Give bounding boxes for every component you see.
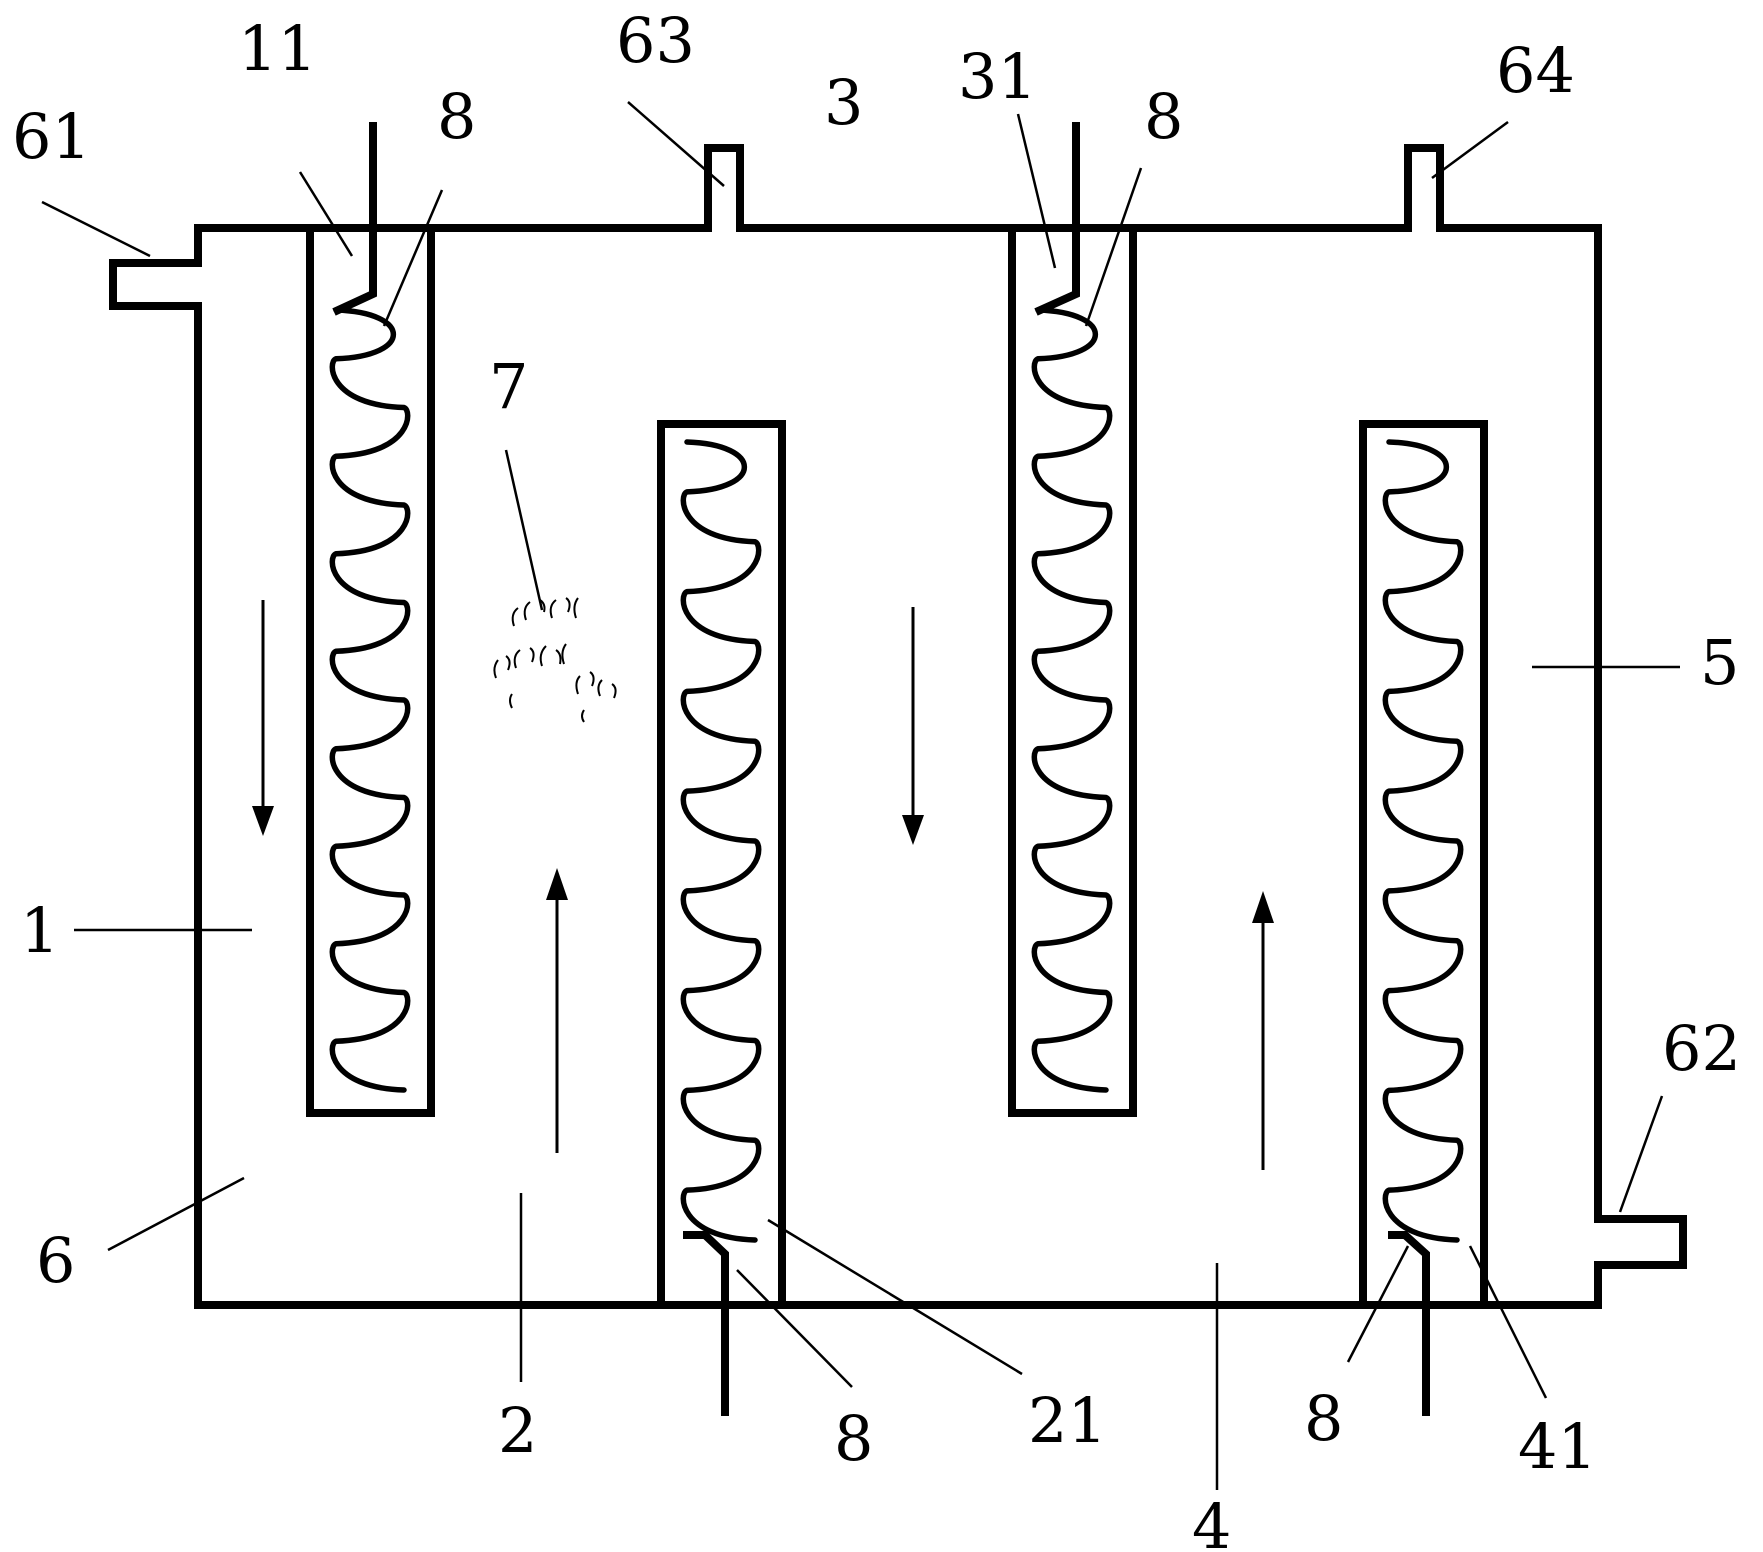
leader-63: [627, 101, 725, 187]
coil-8-electrode-21: [680, 439, 762, 1243]
electrode-31: [1008, 224, 1137, 1117]
label-61: 61: [12, 100, 91, 173]
lead-wire-21: [683, 1231, 729, 1416]
leader-31: [1016, 113, 1057, 269]
electrode-11: [306, 224, 435, 1117]
coil-8-electrode-31: [1031, 307, 1113, 1093]
leader-41: [1468, 1245, 1548, 1399]
lead-wire-31: [1034, 122, 1080, 316]
leader-6: [107, 1176, 245, 1252]
label-21: 21: [1028, 1384, 1107, 1457]
label-62: 62: [1662, 1012, 1741, 1085]
label-63: 63: [616, 4, 695, 77]
label-11: 11: [238, 12, 317, 85]
electrode-41: [1359, 420, 1488, 1309]
label-64: 64: [1496, 34, 1575, 107]
leader-61: [41, 200, 151, 258]
vent-pipe-63: [704, 144, 744, 232]
particle-cluster-7: [493, 597, 617, 723]
label-5: 5: [1700, 626, 1739, 699]
leader-62: [1618, 1095, 1664, 1213]
flow-arrow-up-4: [1252, 891, 1274, 1170]
tank-wall: [194, 224, 1602, 1309]
outlet-pipe-62: [1594, 1215, 1687, 1269]
label-2: 2: [498, 1394, 537, 1467]
label-1: 1: [20, 894, 59, 967]
leader-8a: [382, 189, 444, 327]
leader-8d: [1346, 1245, 1410, 1363]
leader-64: [1431, 120, 1509, 180]
lead-wire-11: [332, 122, 377, 316]
inlet-pipe-61: [109, 259, 202, 310]
label-8b: 8: [1144, 80, 1183, 153]
label-31: 31: [958, 40, 1037, 113]
label-7: 7: [489, 350, 528, 423]
label-3: 3: [824, 66, 863, 139]
flow-arrow-up-2: [546, 868, 568, 1153]
lead-wire-41: [1388, 1231, 1430, 1416]
leader-7: [504, 449, 544, 611]
label-8c: 8: [834, 1402, 873, 1475]
flow-arrow-down-1: [252, 600, 274, 836]
label-8a: 8: [437, 80, 476, 153]
label-6: 6: [36, 1224, 75, 1297]
vent-pipe-64: [1404, 144, 1444, 232]
leader-11: [298, 171, 354, 257]
leader-8c: [736, 1269, 853, 1388]
electrode-21: [657, 420, 786, 1309]
label-4: 4: [1192, 1490, 1231, 1552]
coil-8-electrode-41: [1382, 439, 1464, 1243]
leader-8b: [1084, 167, 1143, 327]
coil-8-electrode-11: [329, 307, 411, 1093]
label-8d: 8: [1304, 1382, 1343, 1455]
leader-21: [767, 1218, 1023, 1376]
flow-arrow-down-3: [902, 607, 924, 845]
label-41: 41: [1518, 1410, 1597, 1483]
